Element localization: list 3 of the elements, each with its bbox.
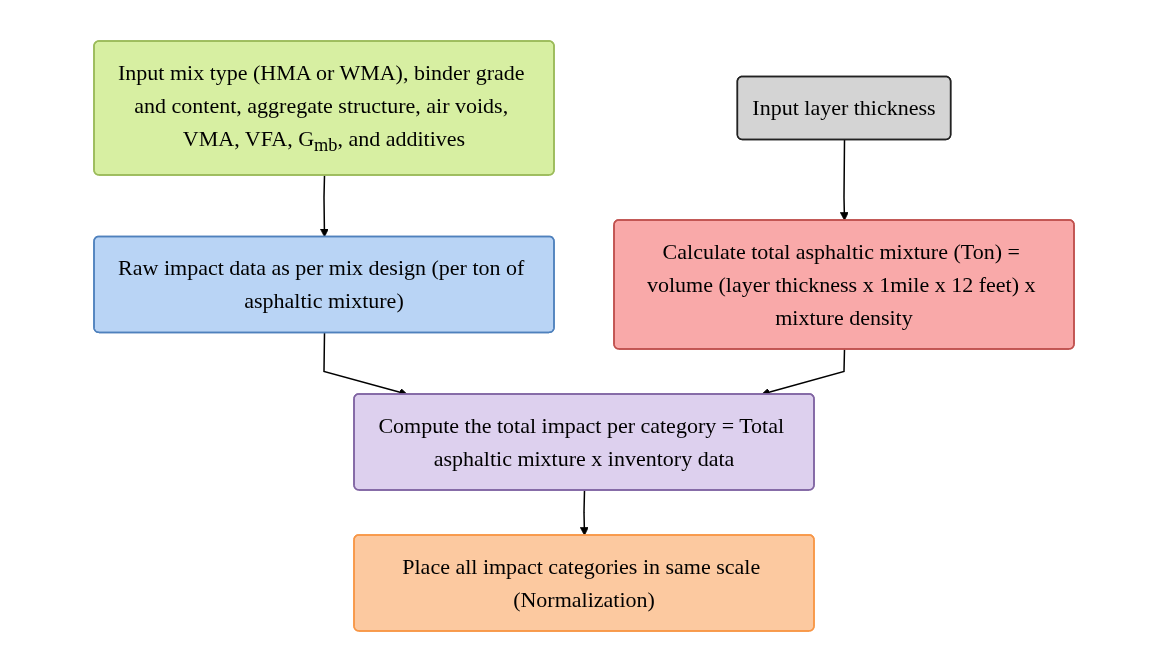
arrow	[579, 489, 589, 536]
arrow	[319, 174, 329, 238]
arrow	[839, 139, 849, 221]
